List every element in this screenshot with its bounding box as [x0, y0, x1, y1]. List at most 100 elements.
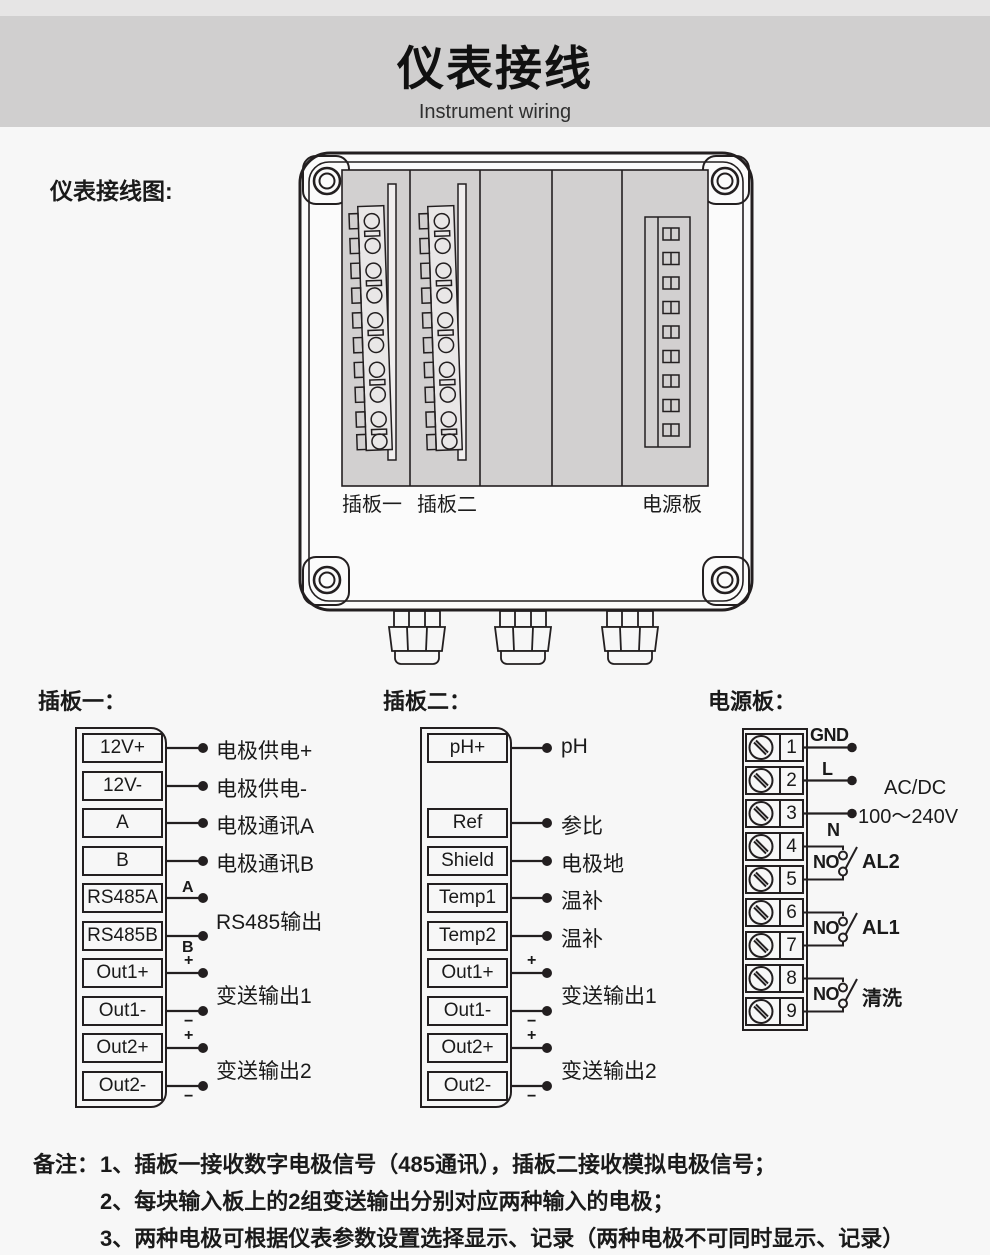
relay-label-wash: 清洗	[862, 988, 902, 1010]
terminal-12v-plus: 12V+	[82, 733, 163, 763]
board1-mark-a: A	[182, 879, 194, 896]
power-row-5: 5	[745, 865, 804, 894]
power-title: 电源板：	[708, 689, 797, 714]
terminal-temp1: Temp1	[427, 883, 508, 913]
note-item-1: 1、插板一接收数字电极信号（485通讯），插板二接收模拟电极信号；	[100, 1152, 776, 1177]
power-row-3: 3	[745, 799, 804, 828]
board2-mark-out2-plus: +	[527, 1027, 537, 1044]
board2-ann-ph: pH	[561, 735, 588, 758]
board1-ann-comm-a: 电极通讯A	[216, 815, 315, 838]
power-row-6: 6	[745, 898, 804, 927]
board1-ann-tx-out1: 变送输出1	[216, 985, 312, 1008]
power-terminal-number: 1	[779, 735, 802, 760]
card-panel	[341, 169, 709, 487]
board2-connector-outline	[420, 727, 512, 1108]
power-terminal-number: 9	[779, 999, 802, 1024]
power-terminal-number: 5	[779, 867, 802, 892]
board2-mark-out1-minus: −	[527, 1013, 537, 1030]
relay-no-label-al2: NO	[813, 852, 840, 872]
note-item-2: 2、每块输入板上的2组变送输出分别对应两种输入的电极；	[100, 1189, 675, 1214]
board1-mark-out2-plus: +	[184, 1027, 194, 1044]
power-label-gnd: GND	[810, 725, 849, 745]
power-dots	[847, 742, 857, 819]
relay-al2	[804, 845, 858, 881]
power-label-acdc: AC/DC	[884, 777, 947, 799]
power-row-1: 1	[745, 733, 804, 762]
terminal-b2-out2-plus: Out2+	[427, 1033, 508, 1063]
note-item-3: 3、两种电极可根据仪表参数设置选择显示、记录（两种电极不可同时显示、记录）	[100, 1226, 905, 1251]
power-terminal-number: 8	[779, 966, 802, 991]
terminal-b2-out1-minus: Out1-	[427, 996, 508, 1026]
board1-mark-out2-minus: −	[184, 1088, 194, 1105]
board2-ann-tx-out1: 变送输出1	[561, 985, 657, 1008]
power-label-n: N	[827, 820, 840, 840]
board2-wires	[512, 746, 543, 1088]
board1-ann-supply-plus: 电极供电+	[216, 740, 313, 763]
board1-mark-out1-plus: +	[184, 952, 194, 969]
card-label-slot1: 插板一	[342, 494, 402, 516]
board1-connector-outline	[75, 727, 167, 1108]
power-terminal-number: 6	[779, 900, 802, 925]
terminal-b1-out2-plus: Out2+	[82, 1033, 163, 1063]
diagram-caption: 仪表接线图:	[50, 178, 173, 204]
terminal-12v-minus: 12V-	[82, 771, 163, 801]
board1-wires	[167, 746, 199, 1088]
power-label-voltage: 100～240V	[858, 806, 959, 828]
power-screws	[748, 735, 774, 1024]
terminal-b2-out2-minus: Out2-	[427, 1071, 508, 1101]
power-label-l: L	[822, 759, 833, 779]
page-title: 仪表接线	[397, 42, 593, 95]
board1-title: 插板一：	[38, 689, 127, 714]
notes-heading: 备注：	[33, 1152, 100, 1177]
board1-ann-comm-b: 电极通讯B	[216, 853, 315, 876]
board1-ann-rs485-out: RS485输出	[216, 911, 323, 934]
power-terminal-number: 3	[779, 801, 802, 826]
terminal-a: A	[82, 808, 163, 838]
relay-wash	[804, 977, 858, 1013]
power-row-9: 9	[745, 997, 804, 1026]
title-band: 仪表接线 Instrument wiring	[0, 16, 990, 127]
board1-mark-b: B	[182, 939, 194, 956]
terminal-b: B	[82, 846, 163, 876]
board2-ann-tx-out2: 变送输出2	[561, 1060, 657, 1083]
slot2-connector	[418, 183, 467, 461]
board2-ann-temp1: 温补	[561, 890, 603, 913]
slot1-connector	[348, 183, 397, 461]
power-card-block	[644, 216, 691, 448]
power-row-7: 7	[745, 931, 804, 960]
relay-label-al1: AL1	[862, 917, 900, 939]
cable-glands	[387, 610, 660, 665]
board2-mark-out1-plus: +	[527, 952, 537, 969]
board1-dots	[198, 743, 208, 1091]
terminal-rs485a: RS485A	[82, 883, 163, 913]
card-label-slot2: 插板二	[417, 494, 477, 516]
terminal-b2-out1-plus: Out1+	[427, 958, 508, 988]
power-terminal-number: 4	[779, 834, 802, 859]
terminal-ref: Ref	[427, 808, 508, 838]
terminal-temp2: Temp2	[427, 921, 508, 951]
board2-ann-temp2: 温补	[561, 928, 603, 951]
power-row-4: 4	[745, 832, 804, 861]
terminal-b1-out1-plus: Out1+	[82, 958, 163, 988]
power-terminal-number: 2	[779, 768, 802, 793]
power-row-2: 2	[745, 766, 804, 795]
terminal-b1-out1-minus: Out1-	[82, 996, 163, 1026]
power-connector-outline	[742, 728, 808, 1031]
top-strip	[0, 0, 990, 16]
relay-no-label-al1: NO	[813, 918, 840, 938]
terminal-rs485b: RS485B	[82, 921, 163, 951]
board2-ann-ref: 参比	[561, 815, 603, 838]
card-label-power: 电源板	[642, 494, 702, 516]
terminal-ph-plus: pH+	[427, 733, 508, 763]
board1-ann-tx-out2: 变送输出2	[216, 1060, 312, 1083]
power-wires	[804, 746, 848, 815]
power-terminal-number: 7	[779, 933, 802, 958]
terminal-shield: Shield	[427, 846, 508, 876]
terminal-b1-out2-minus: Out2-	[82, 1071, 163, 1101]
relay-no-label-wash: NO	[813, 984, 840, 1004]
board1-ann-supply-minus: 电极供电-	[216, 778, 307, 801]
board2-ann-shield: 电极地	[561, 853, 624, 876]
board2-title: 插板二：	[383, 689, 472, 714]
page-subtitle: Instrument wiring	[418, 101, 572, 123]
